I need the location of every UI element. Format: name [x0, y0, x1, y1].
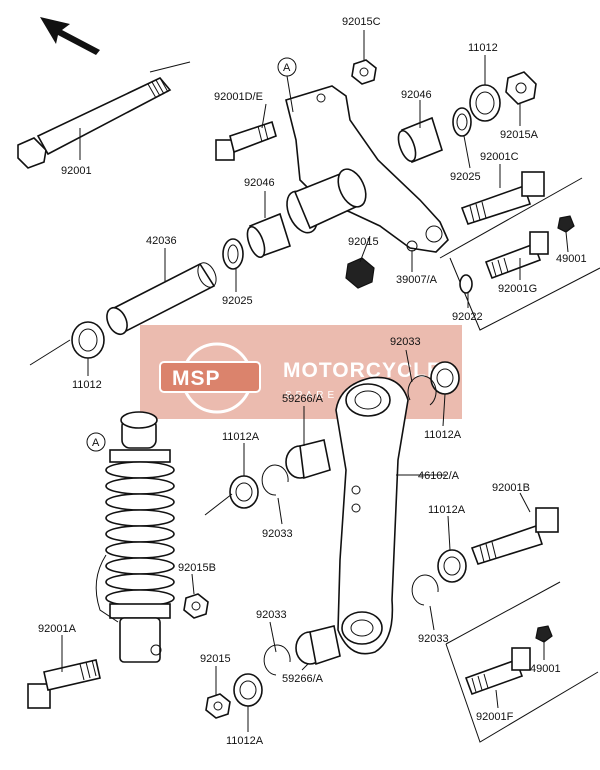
label-92025-top: 92025: [450, 171, 481, 183]
part-bolt-92001f: [464, 647, 531, 696]
label-92046-a: 92046: [401, 89, 432, 101]
label-92022: 92022: [452, 311, 483, 323]
part-labels: 92015C 11012 92001D/E 92046 92015A 92001…: [38, 16, 587, 747]
part-washer-92025-top: [452, 107, 472, 137]
label-59266a-low: 59266/A: [282, 673, 324, 685]
part-bushing-59266-top: [285, 439, 331, 480]
label-92015-low: 92015: [200, 653, 231, 665]
part-washer-92025: [222, 238, 244, 270]
part-nut-92015a: [505, 71, 537, 105]
label-59266a-top: 59266/A: [282, 393, 324, 405]
label-92001: 92001: [61, 165, 92, 177]
watermark-sub: SPARE PARTS: [285, 390, 397, 401]
part-bearing-11012-left: [29, 321, 105, 366]
watermark-brand: MOTORCYCLE: [283, 359, 442, 382]
part-nut-92015-low: [205, 693, 231, 719]
detail-panel-top-edge: [439, 177, 583, 259]
part-bolt-92001g: [484, 231, 549, 280]
label-11012a-mid: 11012A: [428, 504, 466, 516]
label-92015a: 92015A: [500, 129, 539, 141]
part-bearing-11012a-mid: [437, 549, 467, 583]
label-92033-b: 92033: [262, 528, 293, 540]
part-circlip-92033-a: [407, 375, 437, 406]
part-bearing-11012a-bottom: [233, 673, 263, 707]
label-92046-b: 92046: [244, 177, 275, 189]
label-92001c: 92001C: [480, 151, 519, 163]
label-92001f: 92001F: [476, 711, 514, 723]
label-39007a: 39007/A: [396, 274, 438, 286]
callout-a-top-label: A: [283, 62, 291, 74]
part-washer-92022: [459, 274, 473, 294]
label-11012a-left: 11012A: [222, 431, 260, 443]
part-bushing-59266-low: [295, 625, 341, 666]
part-link-46102: [335, 376, 409, 655]
part-circlip-92033-d: [411, 574, 439, 606]
part-bracket-39007: [285, 85, 449, 253]
part-bearing-11012a-left: [204, 475, 259, 516]
label-92033-d: 92033: [418, 633, 449, 645]
part-sleeve-42036: [106, 262, 217, 336]
label-92025: 92025: [222, 295, 253, 307]
label-11012-left: 11012: [72, 379, 102, 391]
detail-panel2-lower-edge: [445, 643, 599, 743]
part-bolt-92001de: [215, 120, 277, 161]
part-bushing-92046-b: [246, 212, 291, 259]
label-11012a-right: 11012A: [424, 429, 462, 441]
label-49001-bottom: 49001: [530, 663, 561, 675]
part-circlip-92033-b: [261, 464, 289, 496]
label-92033-a: 92033: [390, 336, 421, 348]
label-49001-top: 49001: [556, 253, 587, 265]
detail-panel2-top-edge: [445, 581, 561, 645]
label-92001g: 92001G: [498, 283, 537, 295]
part-nut-49001-bottom: [535, 625, 553, 643]
label-92015b: 92015B: [178, 562, 216, 574]
part-shock-absorber: [95, 411, 175, 663]
part-bolt-92001b: [470, 507, 559, 565]
part-bolt-92001: [17, 61, 191, 169]
label-11012a-bottom: 11012A: [226, 735, 264, 747]
part-bolt-92001a: [27, 659, 101, 709]
front-direction-arrow-icon: [40, 17, 100, 55]
label-92001a: 92001A: [38, 623, 77, 635]
label-92015c: 92015C: [342, 16, 381, 28]
part-bushing-92046-a: [397, 116, 443, 164]
label-92001b: 92001B: [492, 482, 530, 494]
label-92001de: 92001D/E: [214, 91, 263, 103]
watermark: MSP MOTORCYCLE SPARE PARTS: [140, 325, 462, 419]
callout-a-lower: A: [86, 432, 106, 452]
label-92033-c: 92033: [256, 609, 287, 621]
label-11012-top: 11012: [468, 42, 498, 54]
label-42036: 42036: [146, 235, 177, 247]
callout-a-lower-label: A: [92, 437, 100, 449]
label-92015-mid: 92015: [348, 236, 379, 248]
watermark-logo: MSP: [172, 367, 221, 390]
label-46102a: 46102/A: [418, 470, 460, 482]
part-bearing-11012a-right: [430, 361, 460, 395]
part-nut-92015-mid: [345, 257, 375, 289]
part-nut-92015b: [183, 593, 209, 619]
part-bolt-92001c: [460, 171, 545, 225]
part-bearing-11012-top: [469, 84, 501, 122]
part-circlip-92033-c: [263, 644, 291, 676]
leader-lines: [61, 30, 569, 732]
watermark-logo-box: [159, 361, 261, 393]
part-nut-49001-top: [557, 215, 575, 233]
callout-a-top: A: [277, 57, 297, 113]
part-nut-92015c: [351, 59, 377, 85]
